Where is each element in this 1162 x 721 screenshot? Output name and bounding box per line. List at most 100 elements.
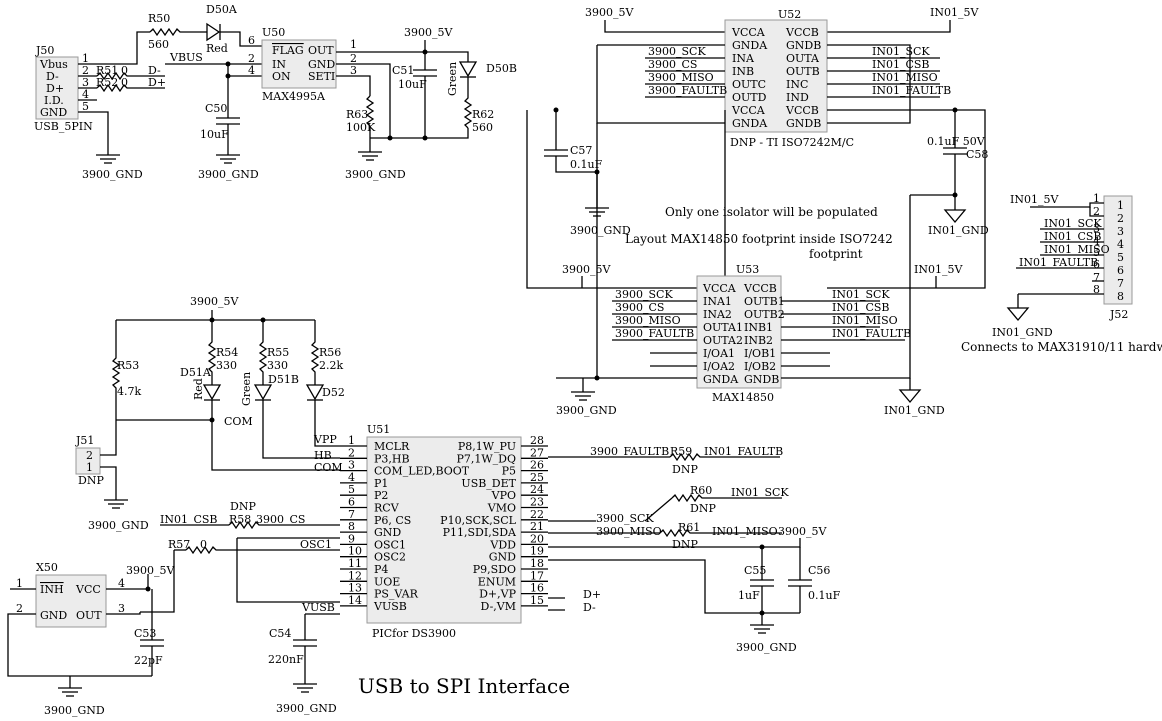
u51-pin-number: 26 [530, 459, 544, 472]
svg-text:OUTA2: OUTA2 [703, 334, 743, 347]
svg-text:3900_GND: 3900_GND [88, 519, 149, 532]
svg-text:U50: U50 [262, 26, 285, 39]
u51-pin-number: 11 [348, 557, 362, 570]
svg-text:Red: Red [206, 42, 228, 55]
r63-resistor: R63 100K [346, 95, 376, 138]
svg-text:R52: R52 [96, 76, 118, 89]
svg-text:OUTA: OUTA [786, 52, 820, 65]
svg-text:D50B: D50B [486, 62, 517, 75]
u51-pin-name: COM_LED,BOOT [374, 465, 470, 478]
svg-text:DNP - TI ISO7242M/C: DNP - TI ISO7242M/C [730, 136, 854, 149]
r51-resistor: R51 0 D- [96, 64, 165, 81]
svg-text:J52: J52 [1109, 308, 1128, 321]
u51-pin-name: D+,VP [479, 588, 516, 601]
u51-pin-number: 12 [348, 569, 362, 582]
r52-resistor: R52 0 D+ [96, 76, 166, 93]
u51-pin-number: 8 [348, 520, 355, 533]
svg-text:INA2: INA2 [703, 308, 732, 321]
u51-pin-number: 15 [530, 594, 544, 607]
svg-text:MAX14850: MAX14850 [712, 391, 774, 404]
svg-text:GNDB: GNDB [786, 39, 821, 52]
svg-text:3900_CS: 3900_CS [648, 58, 697, 71]
svg-text:3900_GND: 3900_GND [556, 404, 617, 417]
u51-pin-number: 1 [348, 434, 355, 447]
svg-text:4: 4 [1117, 238, 1124, 251]
svg-text:1: 1 [16, 577, 23, 590]
j52-connector: J52 1 2 3 4 5 6 7 8 1 2 3 4 5 6 7 8 [1093, 192, 1133, 321]
svg-text:INA: INA [732, 52, 755, 65]
d50b-led: D50B Green [446, 61, 517, 96]
svg-text:3900_SCK: 3900_SCK [615, 288, 673, 301]
svg-text:DNP: DNP [78, 474, 104, 487]
svg-text:IN: IN [272, 58, 286, 71]
svg-text:D+: D+ [46, 82, 64, 95]
c53-capacitor: C53 22pF [134, 589, 164, 676]
svg-text:2: 2 [86, 449, 93, 462]
svg-text:R50: R50 [148, 12, 170, 25]
svg-text:0.1uF: 0.1uF [570, 158, 603, 171]
svg-text:VUSB: VUSB [301, 601, 335, 614]
svg-text:I.D.: I.D. [44, 94, 64, 107]
svg-text:3900_SCK: 3900_SCK [648, 45, 706, 58]
svg-text:2.2k: 2.2k [319, 359, 343, 372]
svg-text:Red: Red [192, 378, 205, 400]
svg-text:R61: R61 [678, 521, 700, 534]
u51-pin-name: PS_VAR [374, 588, 419, 601]
svg-text:5: 5 [82, 100, 89, 113]
u51-pin-name: ENUM [478, 575, 516, 588]
u51-pin-number: 25 [530, 471, 544, 484]
svg-text:D-: D- [148, 64, 161, 77]
svg-text:IN01_CSB: IN01_CSB [160, 513, 218, 526]
svg-text:SETI: SETI [308, 70, 335, 83]
svg-text:3: 3 [1117, 225, 1124, 238]
svg-text:IN01_SCK: IN01_SCK [1044, 217, 1102, 230]
svg-text:Connects to MAX31910/11 hardwa: Connects to MAX31910/11 hardware [961, 340, 1162, 354]
u51-pin-name: VDD [489, 538, 516, 551]
svg-text:GNDB: GNDB [786, 117, 821, 130]
svg-text:DNP: DNP [672, 463, 698, 476]
svg-text:3900_GND: 3900_GND [44, 704, 105, 717]
u51-pin-name: GND [374, 526, 401, 539]
svg-text:3900_5V: 3900_5V [404, 26, 453, 39]
svg-text:I/OB2: I/OB2 [744, 360, 776, 373]
svg-text:7: 7 [1093, 271, 1100, 284]
svg-text:IN01_FAULTB: IN01_FAULTB [832, 327, 911, 340]
svg-text:OUTD: OUTD [732, 91, 767, 104]
svg-text:U51: U51 [367, 423, 390, 436]
svg-text:C56: C56 [808, 564, 830, 577]
svg-text:OUT: OUT [76, 609, 102, 622]
c58-capacitor: 0.1uF 50V C58 [910, 135, 988, 196]
u51-pin-number: 16 [530, 582, 544, 595]
u51-pin-number: 21 [530, 520, 544, 533]
r58-resistor: DNP R58 3900_CS [228, 500, 340, 530]
u51-pin-number: 17 [530, 569, 544, 582]
svg-text:VCCA: VCCA [731, 104, 766, 117]
svg-text:IN01_FAULTB: IN01_FAULTB [1019, 256, 1098, 269]
svg-text:J50: J50 [35, 44, 54, 57]
svg-text:D52: D52 [322, 386, 345, 399]
svg-text:8: 8 [1117, 290, 1124, 303]
svg-text:OUT: OUT [308, 44, 334, 57]
svg-text:3900_GND: 3900_GND [736, 641, 797, 654]
u51-pin-number: 23 [530, 496, 544, 509]
svg-text:R57: R57 [168, 538, 190, 551]
svg-text:100K: 100K [346, 121, 376, 134]
svg-text:0: 0 [200, 538, 207, 551]
u51-pin-number: 3 [348, 459, 355, 472]
svg-text:1: 1 [1093, 192, 1100, 205]
svg-text:VCC: VCC [75, 583, 101, 596]
u51-pin-name: VMO [487, 502, 516, 515]
u51-pin-name: P8,1W_PU [458, 440, 516, 453]
svg-text:0.1uF: 0.1uF [808, 589, 841, 602]
svg-text:3: 3 [82, 76, 89, 89]
r62-resistor: R62 560 [463, 77, 494, 134]
u51-pin-name: P11,SDI,SDA [443, 526, 517, 539]
svg-text:560: 560 [472, 121, 493, 134]
svg-text:IN01_CSB: IN01_CSB [872, 58, 930, 71]
svg-text:DNP: DNP [230, 500, 256, 513]
svg-text:VCCA: VCCA [702, 282, 737, 295]
svg-text:VBUS: VBUS [169, 51, 203, 64]
svg-text:6: 6 [1093, 258, 1100, 271]
svg-text:Green: Green [240, 372, 253, 406]
